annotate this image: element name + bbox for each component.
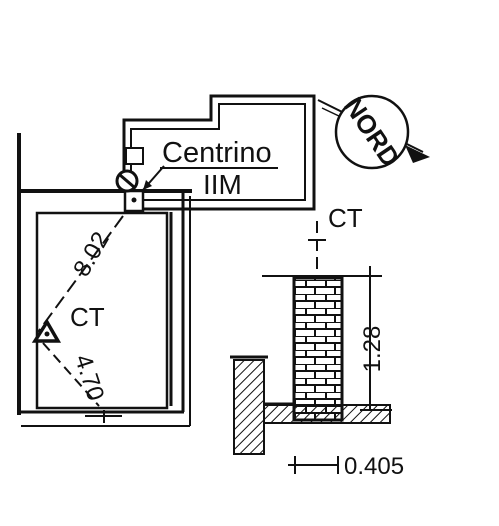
control-point-icon [31, 318, 62, 343]
control-tag-top: CT [328, 203, 363, 233]
benchmark-marker [115, 147, 165, 203]
annex-building [122, 94, 316, 213]
building-plan [17, 133, 192, 427]
centerline-vertical [308, 221, 326, 278]
station-name: Centrino [162, 137, 272, 169]
height-dimension [262, 266, 392, 411]
station-code: IIM [203, 169, 242, 200]
measure-height-label: 1.28 [359, 326, 386, 373]
north-compass [317, 94, 430, 170]
diagonal-measure [37, 215, 124, 423]
measure-width-label: 0.405 [344, 453, 404, 480]
measure-offset-label: 4.70 [69, 351, 109, 404]
wall-section [230, 276, 391, 455]
control-tag-left: CT [70, 302, 105, 332]
width-dimension [288, 456, 339, 474]
